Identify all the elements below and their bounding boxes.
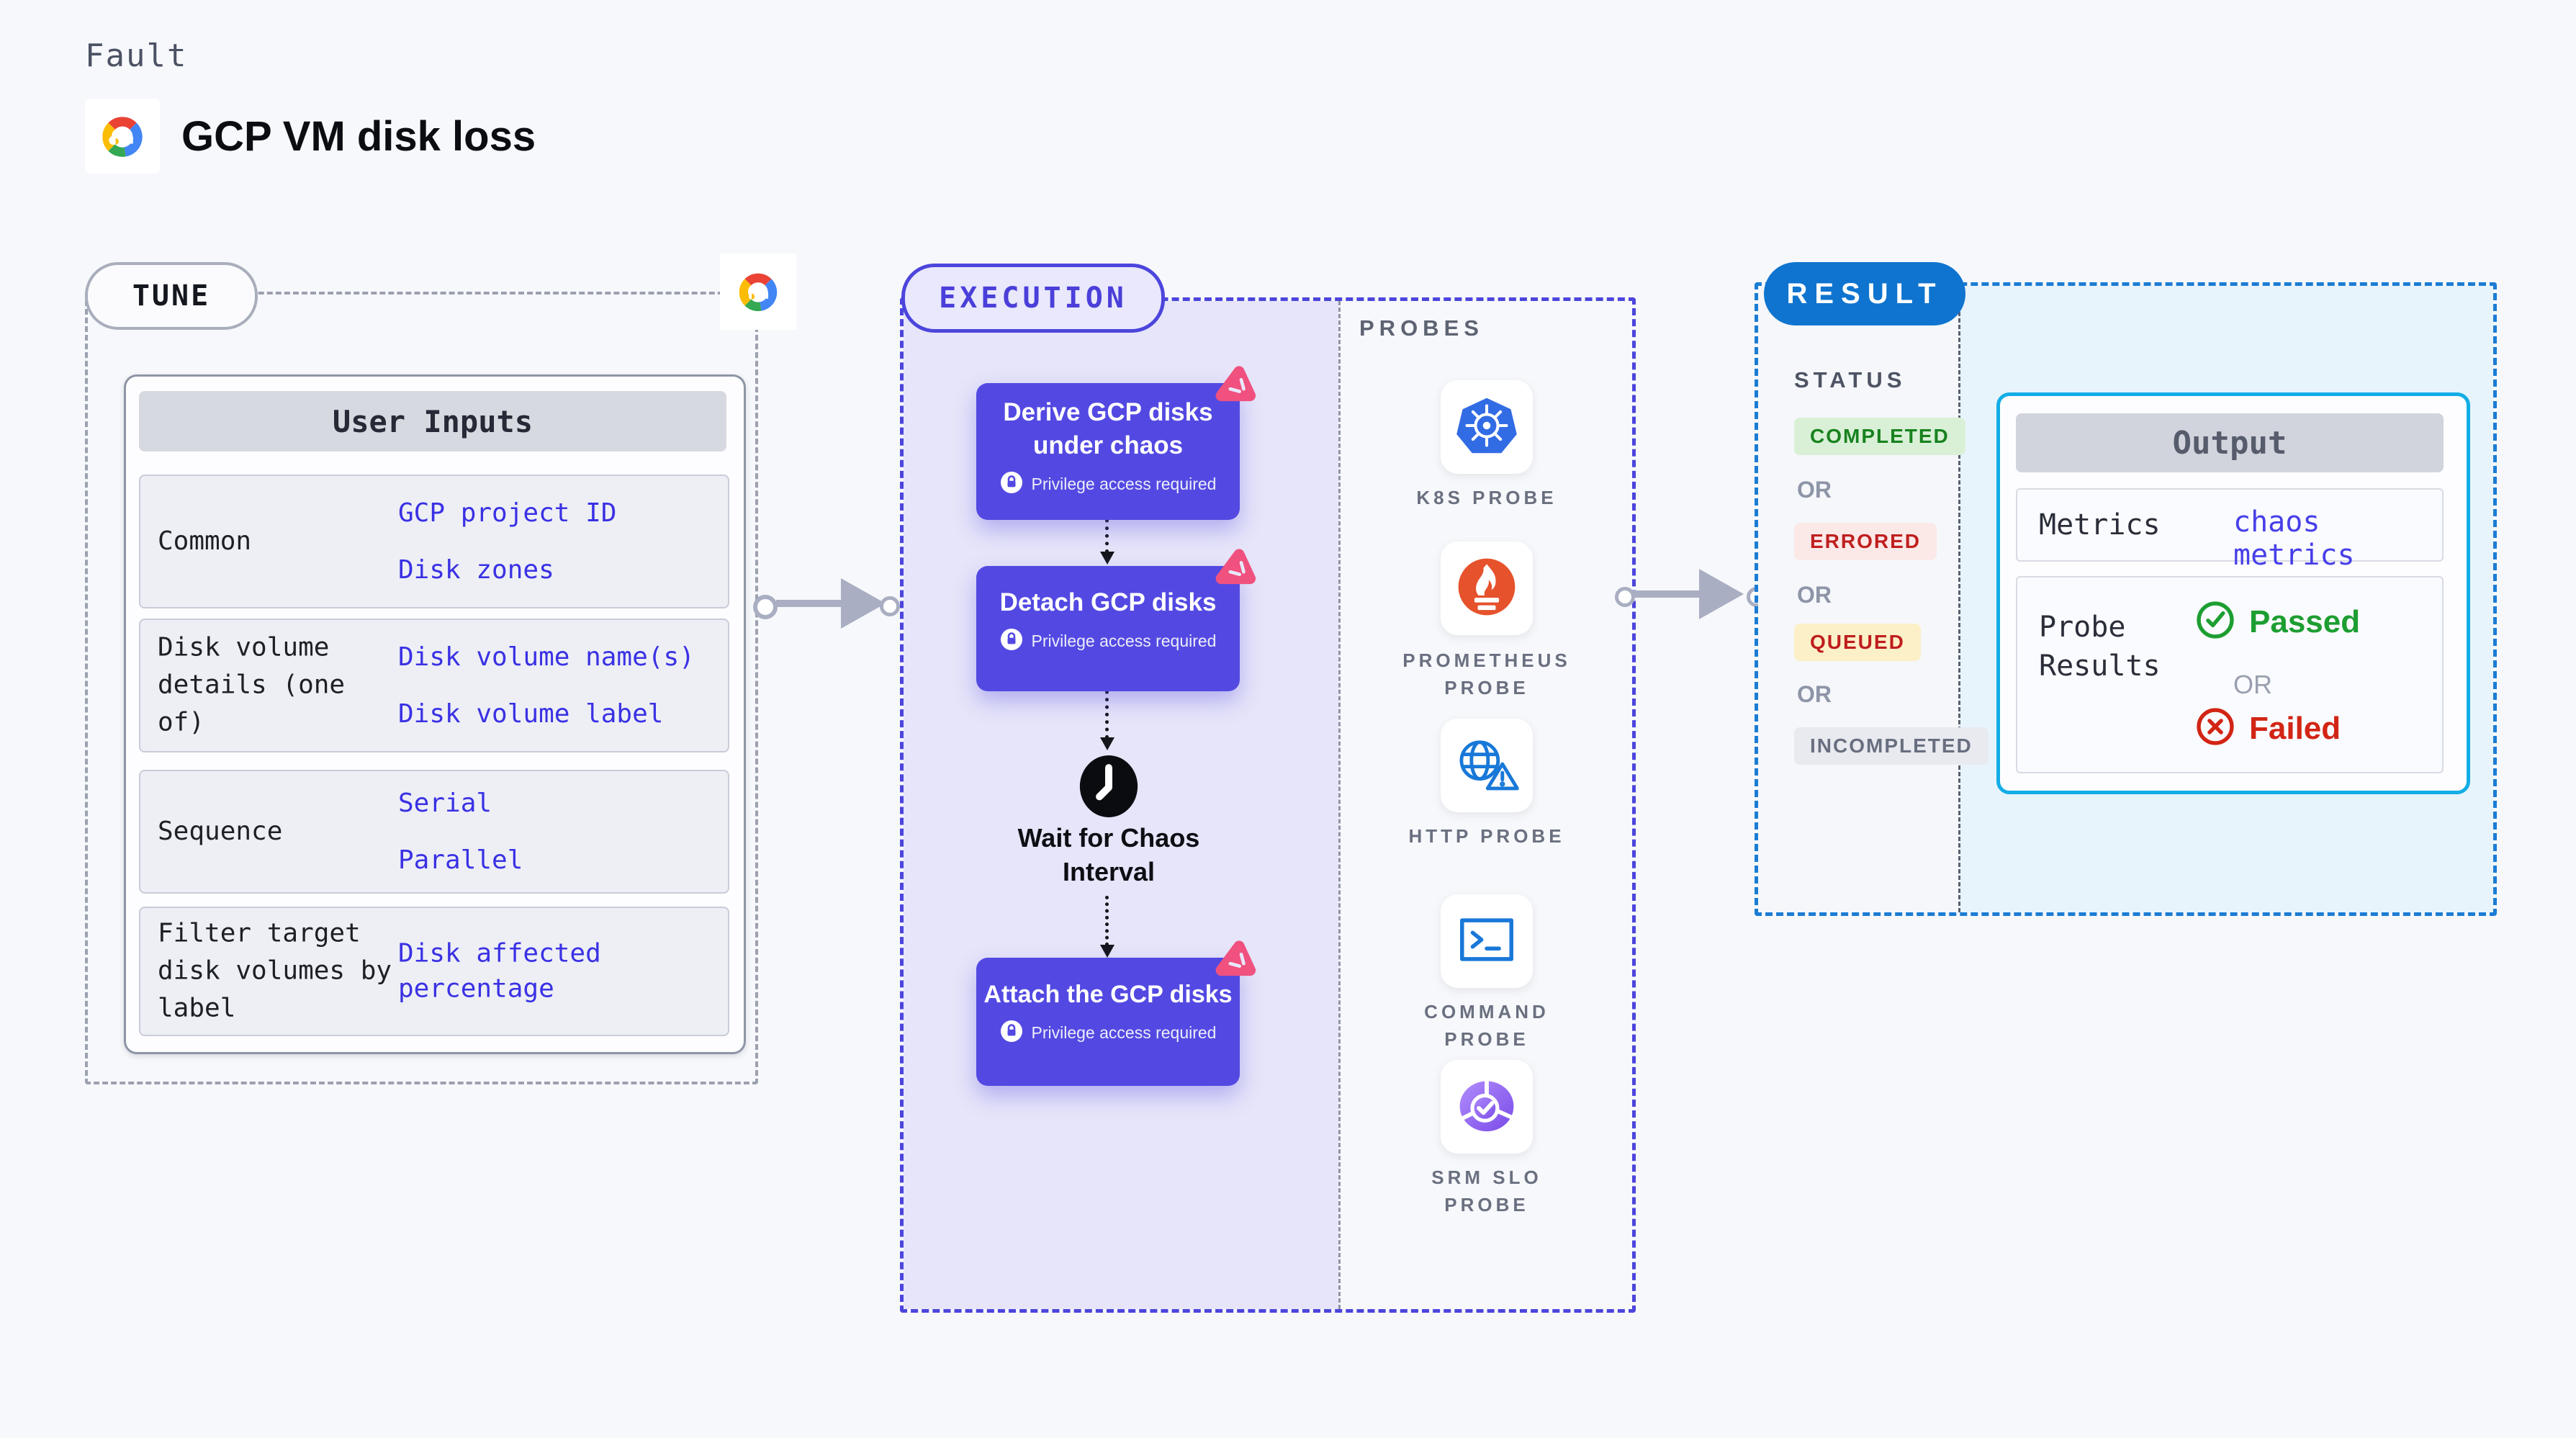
probes-divider	[1338, 301, 1341, 1309]
row-value: GCP project ID	[398, 498, 617, 528]
probe-card-srm-slo	[1441, 1060, 1533, 1154]
row-label: Common	[158, 526, 252, 556]
privilege-note: Privilege access required	[1031, 1023, 1217, 1042]
connector-dot	[880, 596, 900, 616]
probe-card-command	[1441, 894, 1533, 988]
privilege-note: Privilege access required	[1031, 632, 1217, 650]
step-title: Detach GCP disks	[999, 588, 1217, 616]
row-label: Sequence	[158, 816, 283, 846]
probe-label-http: HTTP PROBE	[1408, 825, 1565, 847]
result-section-label: RESULT	[1764, 262, 1965, 325]
table-row-common: Common GCP project ID Disk zones	[139, 475, 729, 608]
probe-card-k8s	[1441, 380, 1533, 474]
probe-label-srm-slo: SRM SLO PROBE	[1431, 1167, 1542, 1215]
passed-result: Passed	[2196, 601, 2360, 643]
arrow-head-icon	[841, 578, 886, 629]
kubernetes-icon	[1456, 395, 1518, 459]
execution-section-label: EXECUTION	[901, 264, 1165, 333]
status-badge-queued: QUEUED	[1794, 624, 1921, 661]
lock-icon	[1000, 471, 1023, 498]
prometheus-icon	[1456, 557, 1517, 621]
passed-label: Passed	[2249, 603, 2361, 639]
or-separator: OR	[1797, 582, 1832, 608]
lock-icon	[1000, 628, 1023, 655]
step-detach-gcp-disks: Detach GCP disks Privilege access requir…	[976, 549, 1256, 691]
gcp-logo-card	[85, 99, 160, 174]
probe-results-row: Probe Results Passed OR	[2016, 576, 2444, 773]
connector-dot	[753, 595, 778, 619]
row-value: Disk affected percentage	[398, 938, 601, 1003]
row-label: Disk volume details (one of)	[158, 632, 346, 738]
chaos-spark-icon	[1211, 546, 1261, 596]
user-inputs-table: User Inputs Common GCP project ID Disk z…	[124, 374, 746, 1054]
output-title: Output	[2016, 413, 2444, 472]
output-card: Output Metrics chaos metrics Probe Resul…	[1996, 392, 2470, 794]
status-column	[1758, 286, 1960, 912]
probe-label-prometheus: PROMETHEUS PROBE	[1402, 650, 1571, 698]
status-badge-incompleted: INCOMPLETED	[1794, 727, 1989, 765]
terminal-icon	[1455, 912, 1518, 971]
or-separator: OR	[1797, 681, 1832, 707]
failed-label: Failed	[2249, 710, 2341, 746]
row-value: Parallel	[398, 845, 523, 875]
table-row-filter-by-label: Filter target disk volumes by label Disk…	[139, 907, 729, 1036]
tune-section-label: TUNE	[85, 262, 258, 330]
http-globe-icon	[1454, 736, 1520, 796]
dotted-arrow-icon	[1100, 511, 1114, 565]
or-separator: OR	[2233, 670, 2272, 699]
lock-icon	[1000, 1020, 1023, 1046]
or-separator: OR	[1797, 477, 1832, 503]
probe-label-command: COMMAND PROBE	[1424, 1001, 1549, 1050]
metrics-label: Metrics	[2039, 508, 2161, 542]
chaos-spark-icon	[1211, 363, 1261, 413]
status-badge-errored: ERRORED	[1794, 523, 1937, 560]
clock-icon	[1078, 753, 1140, 823]
status-badge-completed: COMPLETED	[1794, 418, 1965, 455]
fault-kicker: Fault	[85, 37, 188, 74]
step-title: Derive GCP disks under chaos	[1003, 398, 1213, 459]
probe-label-k8s: K8S PROBE	[1416, 487, 1557, 508]
tune-section	[85, 292, 758, 1084]
table-row-disk-volume-details: Disk volume details (one of) Disk volume…	[139, 619, 729, 752]
row-value: Disk zones	[398, 555, 554, 585]
step-attach-gcp-disks: Attach the GCP disks Privilege access re…	[976, 940, 1256, 1086]
row-value: Disk volume name(s)	[398, 642, 695, 672]
gcp-cloud-icon	[94, 111, 150, 162]
page-title: GCP VM disk loss	[181, 112, 536, 160]
flow-arrow-execution-result	[1633, 590, 1705, 598]
step-title: Attach the GCP disks	[983, 981, 1233, 1008]
metrics-value: chaos metrics	[2233, 505, 2355, 572]
user-inputs-title: User Inputs	[139, 391, 726, 451]
probe-card-prometheus	[1441, 542, 1533, 635]
arrow-head-icon	[1699, 569, 1744, 619]
row-value: Serial	[398, 788, 492, 818]
check-circle-icon	[2196, 601, 2235, 643]
wait-step-title: Wait for Chaos Interval	[1017, 823, 1200, 886]
probe-results-label: Probe Results	[2039, 611, 2161, 683]
connector-dot	[1615, 587, 1635, 607]
row-label: Filter target disk volumes by label	[158, 918, 392, 1024]
failed-result: Failed	[2196, 707, 2341, 750]
tune-gcp-corner	[720, 253, 796, 330]
x-circle-icon	[2196, 707, 2235, 750]
dotted-arrow-icon	[1100, 675, 1114, 750]
gcp-cloud-icon	[731, 268, 785, 316]
step-derive-gcp-disks: Derive GCP disks under chaos Privilege a…	[976, 366, 1256, 520]
probe-card-http	[1441, 719, 1533, 812]
privilege-note: Privilege access required	[1031, 475, 1217, 493]
row-value: Disk volume label	[398, 699, 664, 729]
metrics-row: Metrics chaos metrics	[2016, 488, 2444, 572]
dotted-arrow-icon	[1100, 896, 1114, 958]
table-row-sequence: Sequence Serial Parallel	[139, 770, 729, 894]
status-heading: STATUS	[1794, 367, 1906, 392]
flow-arrow-tune-execution	[776, 600, 845, 607]
probes-section-label: PROBES	[1359, 315, 1484, 341]
slo-gauge-icon	[1456, 1077, 1517, 1138]
chaos-spark-icon	[1211, 938, 1261, 988]
